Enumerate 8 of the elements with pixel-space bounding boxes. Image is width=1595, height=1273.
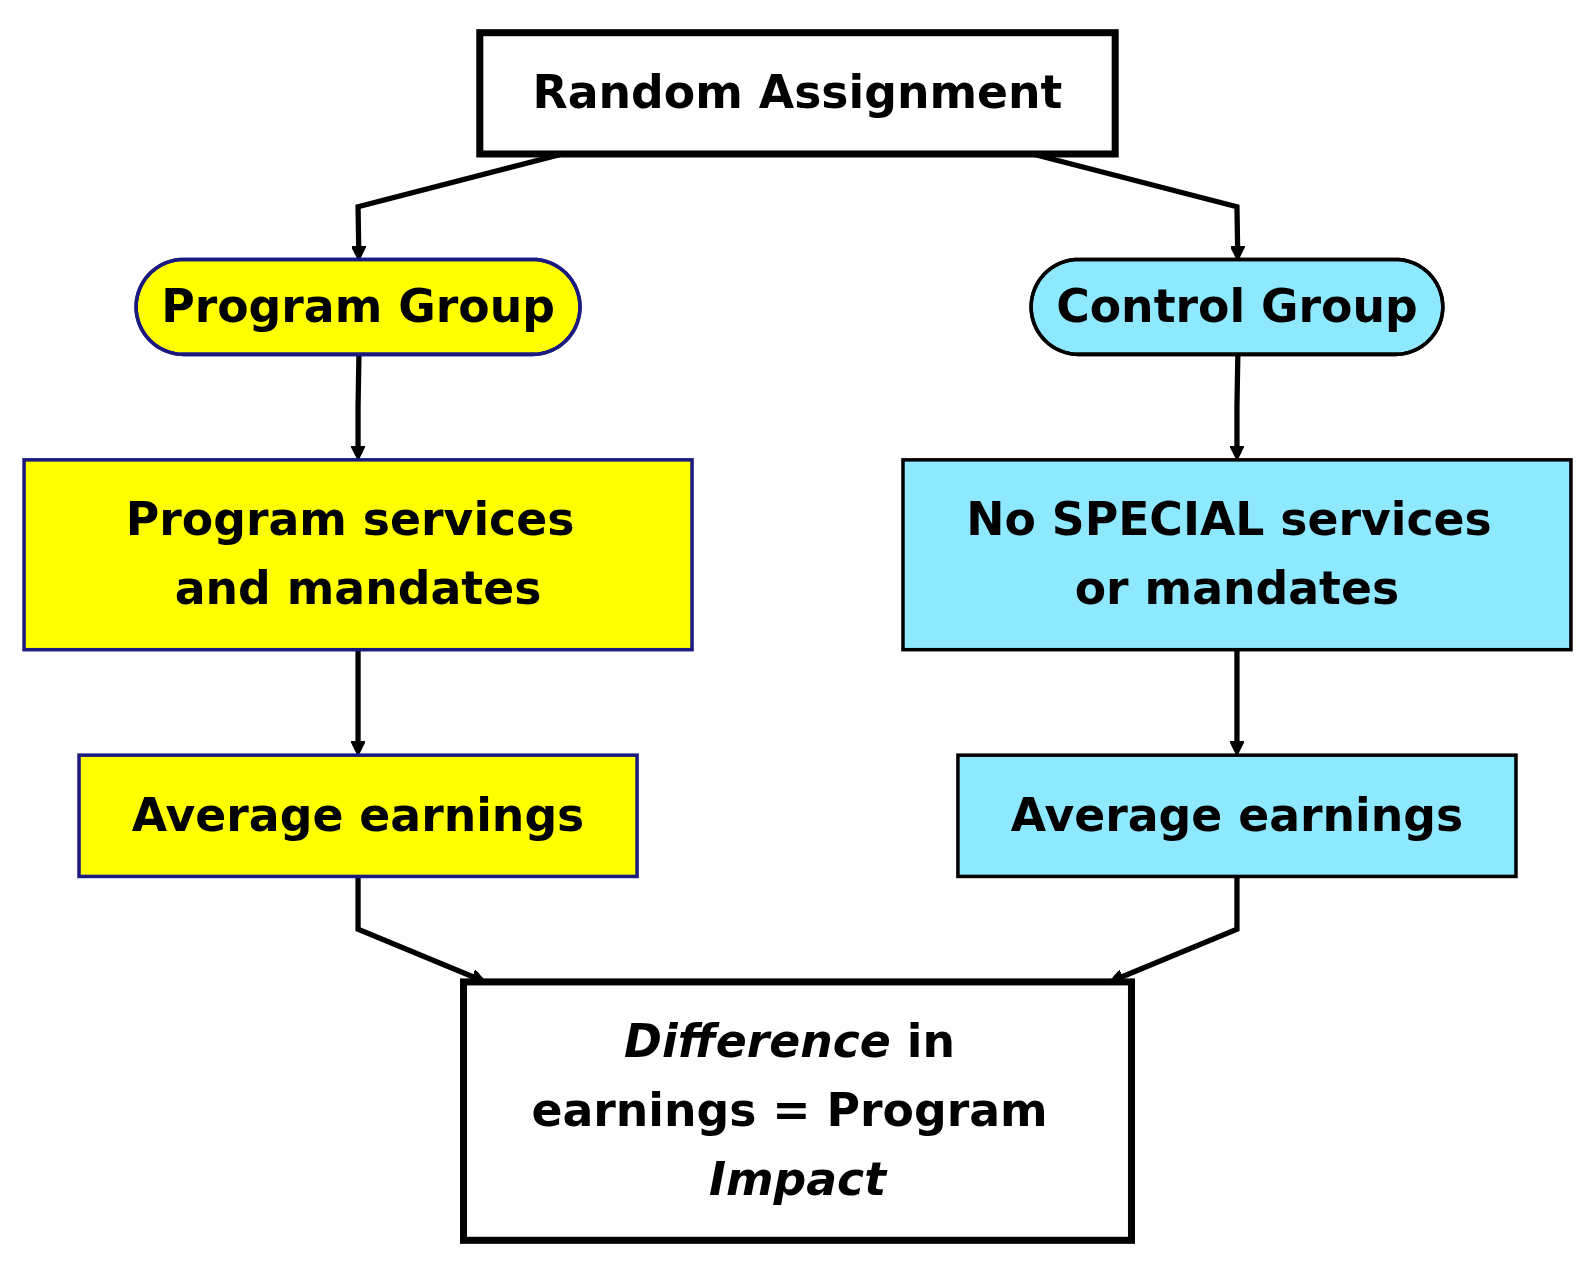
node-box: Program services and mandates	[22, 458, 694, 652]
node-box: No SPECIAL services or mandates	[901, 458, 1573, 652]
arrow	[1229, 649, 1245, 756]
node-box: Average earnings	[77, 753, 639, 879]
node-box: Difference in earnings = Program Impact	[460, 978, 1135, 1244]
arrow	[350, 649, 366, 756]
node-box: Random Assignment	[476, 29, 1119, 158]
node-box: Average earnings	[956, 753, 1518, 879]
